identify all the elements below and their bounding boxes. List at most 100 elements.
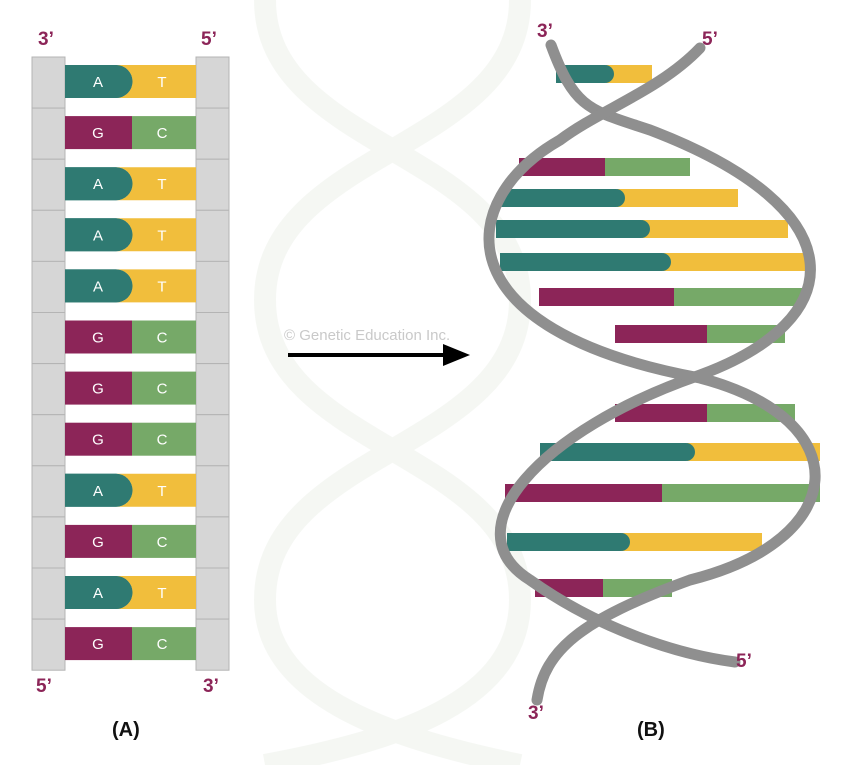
helix-right-top-end-label: 5’ — [702, 29, 718, 50]
cytosine-base — [132, 422, 196, 456]
thymine-base — [116, 576, 196, 609]
left-backbone-segment — [31, 516, 66, 569]
background-helix-watermark — [253, 0, 532, 765]
left-backbone-segment — [31, 312, 66, 365]
base-letter-left: A — [93, 278, 103, 295]
base-letter-right: C — [157, 636, 168, 653]
guanine-base — [65, 320, 132, 354]
guanine-base — [519, 158, 605, 176]
base-letter-right: C — [157, 534, 168, 551]
ladder-right-bottom-end-label: 3’ — [203, 676, 219, 697]
thymine-base — [663, 253, 805, 271]
helix-base-pair — [500, 253, 805, 271]
cytosine-base — [605, 158, 690, 176]
base-letter-left: A — [93, 483, 103, 500]
base-letter-left: G — [92, 534, 104, 551]
panel-a-label: (A) — [112, 719, 140, 741]
left-backbone-segment — [31, 618, 66, 671]
adenine-base-overlay — [65, 167, 133, 201]
transformation-arrow — [288, 344, 470, 366]
helix-strand-two — [483, 42, 821, 706]
left-backbone-segment — [31, 414, 66, 467]
thymine-base — [116, 269, 196, 303]
helix-base-pair — [540, 443, 820, 461]
adenine-base — [507, 533, 630, 551]
thymine-base — [622, 533, 762, 551]
cytosine-base — [132, 627, 196, 661]
guanine-base — [65, 116, 132, 150]
thymine-base — [116, 218, 196, 252]
helix-base-pair — [499, 189, 738, 207]
cytosine-base — [132, 524, 196, 558]
left-backbone-segment — [31, 465, 66, 518]
right-backbone-segment — [195, 618, 230, 671]
base-letter-right: C — [157, 432, 168, 449]
adenine-base-overlay — [65, 269, 133, 303]
guanine-base — [505, 484, 662, 502]
right-backbone-segment — [195, 158, 230, 211]
right-backbone-segment — [195, 414, 230, 467]
dna-double-helix-diagram — [483, 39, 821, 706]
adenine-base-overlay — [65, 218, 133, 252]
right-backbone-segment — [195, 209, 230, 262]
base-letter-left: G — [92, 432, 104, 449]
helix-left-bottom-end-label: 3’ — [528, 703, 544, 724]
helix-strand-one — [494, 39, 816, 668]
base-letter-left: A — [93, 227, 103, 244]
thymine-base — [617, 189, 738, 207]
ladder-left-bottom-end-label: 5’ — [36, 676, 52, 697]
right-backbone-segment — [195, 107, 230, 160]
thymine-base — [116, 65, 196, 98]
base-letter-right: T — [157, 585, 166, 602]
thymine-base — [606, 65, 652, 83]
left-backbone-segment — [31, 158, 66, 211]
base-letter-left: G — [92, 125, 104, 142]
adenine-base-overlay — [65, 576, 133, 609]
left-backbone-segment — [31, 209, 66, 262]
thymine-base — [642, 220, 788, 238]
helix-base-pair — [496, 220, 788, 238]
adenine-base-fill — [507, 533, 527, 551]
base-letter-right: T — [157, 176, 166, 193]
base-letter-right: T — [157, 483, 166, 500]
cytosine-base — [662, 484, 820, 502]
base-letter-left: G — [92, 381, 104, 398]
right-backbone-segment — [195, 516, 230, 569]
base-letter-left: G — [92, 636, 104, 653]
adenine-base-overlay — [65, 473, 133, 507]
cytosine-base — [674, 288, 805, 306]
copyright-watermark: © Genetic Education Inc. — [284, 327, 451, 344]
left-backbone-segment — [31, 107, 66, 160]
ladder-right-top-end-label: 5’ — [201, 29, 217, 50]
guanine-base — [65, 524, 132, 558]
guanine-base — [615, 404, 707, 422]
right-backbone-segment — [195, 363, 230, 416]
right-backbone-segment — [195, 260, 230, 313]
base-letter-right: T — [157, 74, 166, 91]
right-backbone-segment — [195, 465, 230, 518]
adenine-base-overlay — [65, 65, 133, 98]
base-letter-left: A — [93, 585, 103, 602]
helix-base-pair — [519, 158, 690, 176]
cytosine-base — [132, 371, 196, 405]
helix-right-bottom-end-label: 5’ — [736, 651, 752, 672]
base-letter-right: C — [157, 125, 168, 142]
base-letter-left: G — [92, 330, 104, 347]
thymine-base — [116, 167, 196, 201]
adenine-base-fill — [496, 220, 516, 238]
guanine-base — [615, 325, 707, 343]
panel-b-label: (B) — [637, 719, 665, 741]
helix-base-pair — [539, 288, 805, 306]
